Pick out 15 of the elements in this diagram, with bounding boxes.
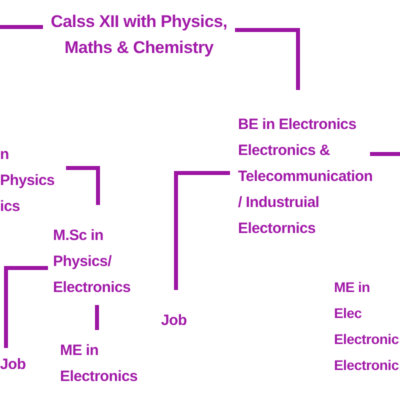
connector-line — [235, 28, 300, 90]
connector-line — [95, 305, 99, 330]
connector-line — [4, 266, 48, 348]
connector-line — [174, 171, 230, 290]
connector-line — [0, 25, 43, 29]
career-step-text: n Physics ics — [0, 145, 56, 217]
connector-line — [370, 152, 400, 156]
career-step-text: BE in Electronics Electronics & Telecommunication / Industruial Electornics — [238, 115, 370, 239]
career-step-text: ME in Elec Electronic Electronic — [334, 278, 400, 375]
career-step-text: Calss XII with Physics, Maths & Chemistry — [50, 11, 228, 59]
career-step-text: Job — [0, 355, 26, 375]
career-step-text: ME in Electronics — [60, 341, 139, 387]
career-step-text: M.Sc in Physics/ Electronics — [53, 226, 132, 298]
connector-line — [66, 166, 100, 205]
career-step-text: Job — [161, 311, 188, 331]
